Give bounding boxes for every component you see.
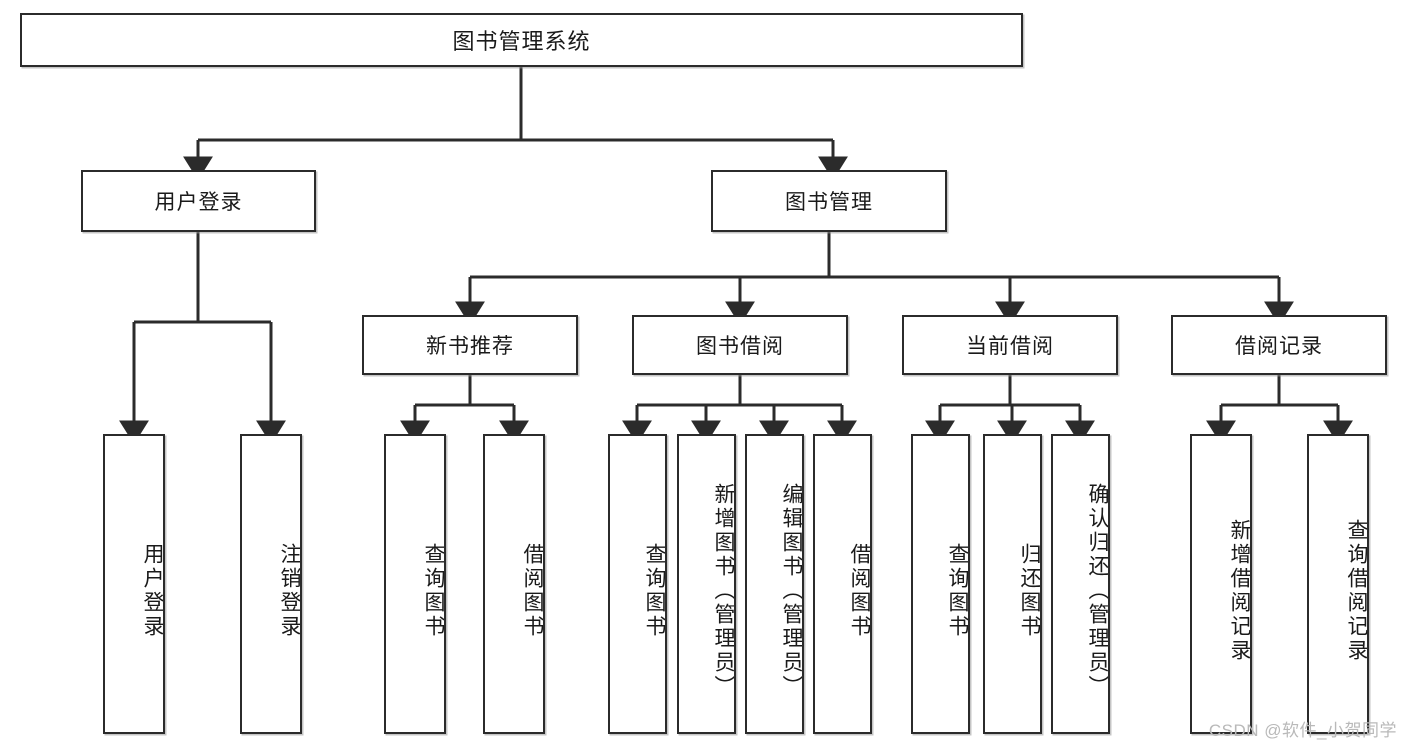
node-leaf-user-login[interactable]: 用户登录 (103, 434, 165, 734)
node-level1-user-login[interactable]: 用户登录 (81, 170, 316, 232)
node-leaf-query-books-borrow[interactable]: 查询图书 (608, 434, 667, 734)
node-leaf-edit-book-admin[interactable]: 编辑图书（管理员） (745, 434, 804, 734)
node-leaf-query-books-recommend[interactable]: 查询图书 (384, 434, 446, 734)
node-level2-borrow-records[interactable]: 借阅记录 (1171, 315, 1387, 375)
node-leaf-borrow-books[interactable]: 借阅图书 (813, 434, 872, 734)
node-leaf-add-book-admin[interactable]: 新增图书（管理员） (677, 434, 736, 734)
node-leaf-return-books[interactable]: 归还图书 (983, 434, 1042, 734)
node-root[interactable]: 图书管理系统 (20, 13, 1023, 67)
node-level2-new-book-recommend[interactable]: 新书推荐 (362, 315, 578, 375)
node-leaf-add-borrow-record[interactable]: 新增借阅记录 (1190, 434, 1252, 734)
node-leaf-query-borrow-record[interactable]: 查询借阅记录 (1307, 434, 1369, 734)
node-leaf-borrow-books-recommend[interactable]: 借阅图书 (483, 434, 545, 734)
node-level1-book-management[interactable]: 图书管理 (711, 170, 947, 232)
node-level2-current-borrow[interactable]: 当前借阅 (902, 315, 1118, 375)
node-leaf-confirm-return-admin[interactable]: 确认归还（管理员） (1051, 434, 1110, 734)
csdn-watermark: CSDN @软件_小贺同学 (1208, 721, 1397, 740)
node-leaf-query-books-current[interactable]: 查询图书 (911, 434, 970, 734)
node-level2-book-borrow[interactable]: 图书借阅 (632, 315, 848, 375)
node-leaf-logout[interactable]: 注销登录 (240, 434, 302, 734)
